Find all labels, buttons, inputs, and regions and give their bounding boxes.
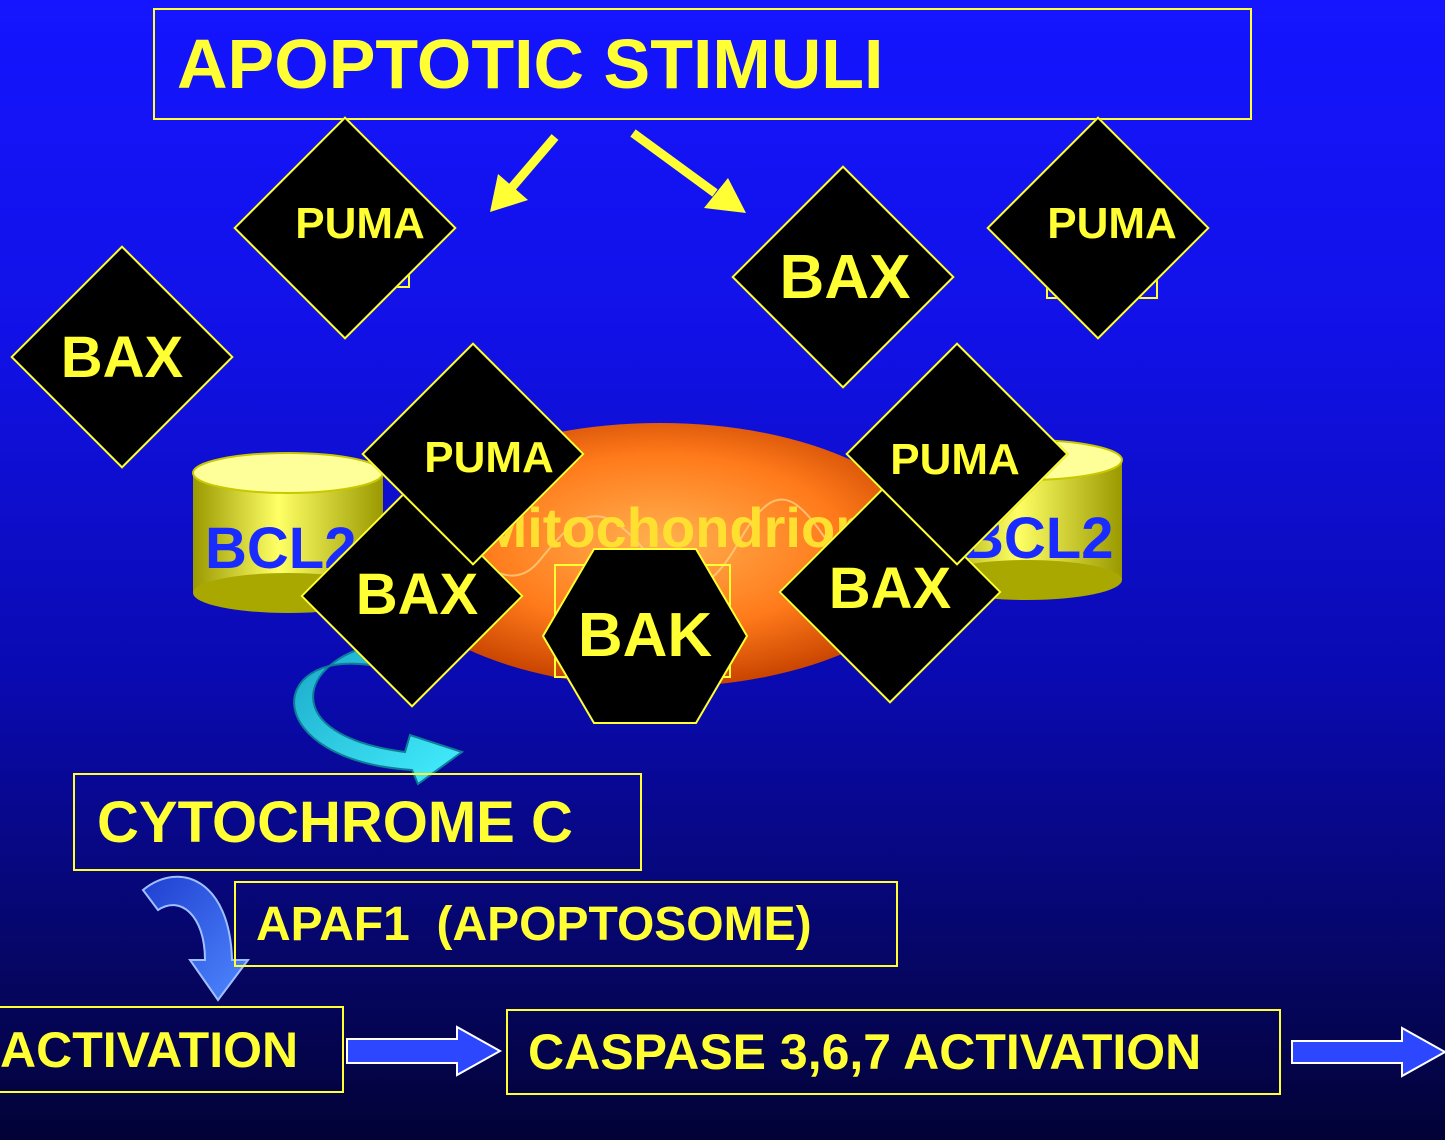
puma-diamond-mid-left: PUMA [361, 342, 585, 566]
puma-diamond-top-right: PUMA [986, 116, 1210, 340]
apoptosome-curve-arrow [143, 877, 248, 1000]
puma-diamond-mid-right: PUMA [845, 342, 1069, 566]
bax-diamond-far-left: BAX [10, 245, 234, 469]
puma-label: PUMA [1000, 112, 1224, 336]
puma-label: PUMA [377, 346, 601, 570]
puma-label: PUMA [843, 348, 1067, 572]
puma-label: PUMA [248, 112, 472, 336]
activation-to-caspase-arrow [347, 1027, 500, 1075]
apoptotic-stimuli-box: APOPTOTIC STIMULI [153, 8, 1252, 120]
puma-diamond-top-left: PUMA [233, 116, 457, 340]
page-title: APOPTOTIC STIMULI [177, 24, 884, 104]
stimuli-arrow-right [633, 133, 746, 213]
apaf1-box: APAF1 (APOPTOSOME) [234, 881, 898, 967]
cytochrome-c-box: CYTOCHROME C [73, 773, 642, 871]
bak-label: BAK [543, 600, 747, 671]
apaf1-label: APAF1 (APOPTOSOME) [256, 897, 812, 952]
activation-label: ACTIVATION [0, 1021, 298, 1079]
caspase-box: CASPASE 3,6,7 ACTIVATION [506, 1009, 1281, 1095]
activation-box: ACTIVATION [0, 1006, 344, 1093]
stimuli-arrow-left [490, 137, 555, 212]
bax-label: BAX [10, 245, 234, 469]
caspase-output-arrow [1292, 1028, 1445, 1076]
caspase-label: CASPASE 3,6,7 ACTIVATION [528, 1023, 1201, 1081]
cytochrome-c-label: CYTOCHROME C [97, 789, 573, 856]
